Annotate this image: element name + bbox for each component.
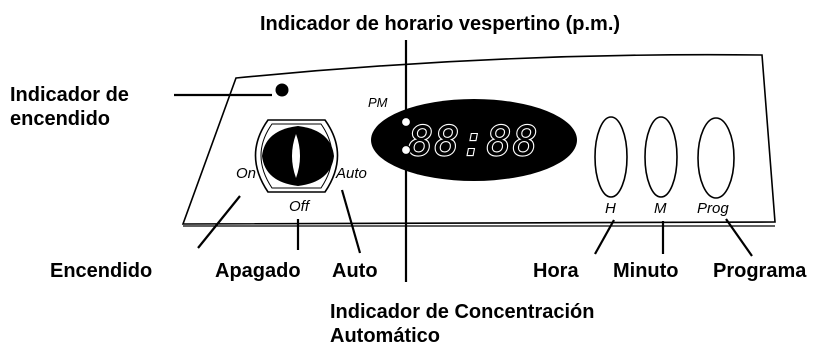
pm-label: PM: [368, 95, 388, 110]
pm-indicator-light: [400, 116, 412, 128]
minute-button-label: M: [654, 200, 667, 217]
on-leader: [197, 195, 241, 249]
minute-button[interactable]: [644, 116, 678, 198]
power-indicator-callout-line2: encendido: [10, 108, 110, 130]
hour-callout: Hora: [533, 260, 579, 282]
on-callout: Encendido: [50, 260, 152, 282]
auto-strength-callout-line1: Indicador de Concentración: [330, 301, 594, 323]
switch-auto-label: Auto: [335, 165, 367, 182]
program-callout: Programa: [713, 260, 807, 282]
program-button[interactable]: [697, 117, 735, 199]
auto-leader: [340, 189, 362, 254]
hour-button[interactable]: [594, 116, 628, 198]
power-indicator-light: [275, 83, 289, 97]
switch-on-label: On: [236, 165, 256, 182]
switch-off-label: Off: [289, 198, 311, 215]
program-leader: [725, 218, 753, 257]
knob-pointer: [292, 134, 300, 178]
selector-knob[interactable]: [254, 119, 339, 193]
auto-strength-indicator-light: [400, 144, 412, 156]
auto-callout: Auto: [332, 260, 378, 282]
off-callout: Apagado: [215, 260, 301, 282]
display-digits: 88:88: [409, 119, 539, 165]
digital-display: [371, 99, 577, 181]
auto-strength-callout-line2: Automático: [330, 325, 440, 347]
hour-button-label: H: [605, 200, 616, 217]
program-button-label: Prog: [697, 200, 729, 217]
control-panel-outline: [181, 53, 776, 225]
minute-callout: Minuto: [613, 260, 679, 282]
hour-leader: [594, 219, 615, 255]
power-indicator-callout-line1: Indicador de: [10, 84, 129, 106]
pm-indicator-callout: Indicador de horario vespertino (p.m.): [260, 13, 620, 35]
